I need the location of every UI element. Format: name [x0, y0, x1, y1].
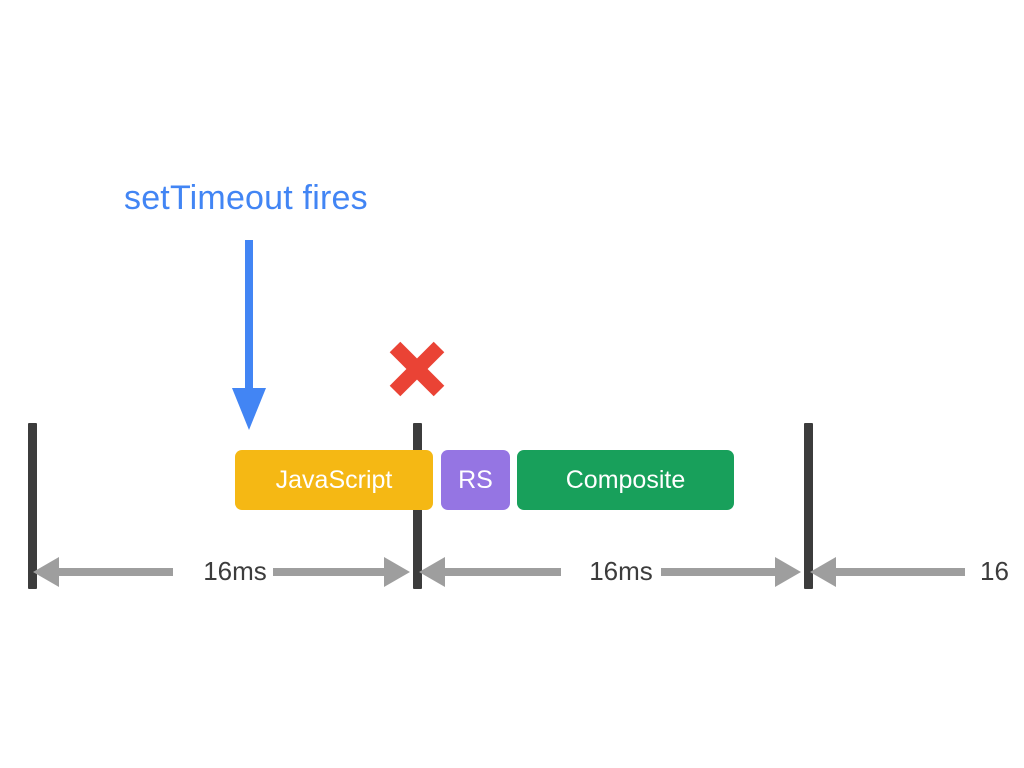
interval-label-1: 16ms: [203, 556, 267, 586]
task-bar-javascript[interactable]: JavaScript: [235, 450, 433, 510]
down-arrow-icon: [226, 240, 272, 430]
interval-arrow-1: [33, 552, 410, 594]
red-x-icon: [386, 338, 448, 400]
settimeout-annotation-label: setTimeout fires: [124, 179, 368, 217]
interval-label-2: 16ms: [589, 556, 653, 586]
interval-arrow-3: [810, 552, 1024, 594]
interval-label-3: 16: [980, 556, 1009, 586]
task-bar-composite[interactable]: Composite: [517, 450, 734, 510]
interval-arrow-2: [419, 552, 801, 594]
task-bar-rs[interactable]: RS: [441, 450, 510, 510]
timeline-tick-start: [28, 423, 37, 589]
timeline-tick-frame-2: [804, 423, 813, 589]
